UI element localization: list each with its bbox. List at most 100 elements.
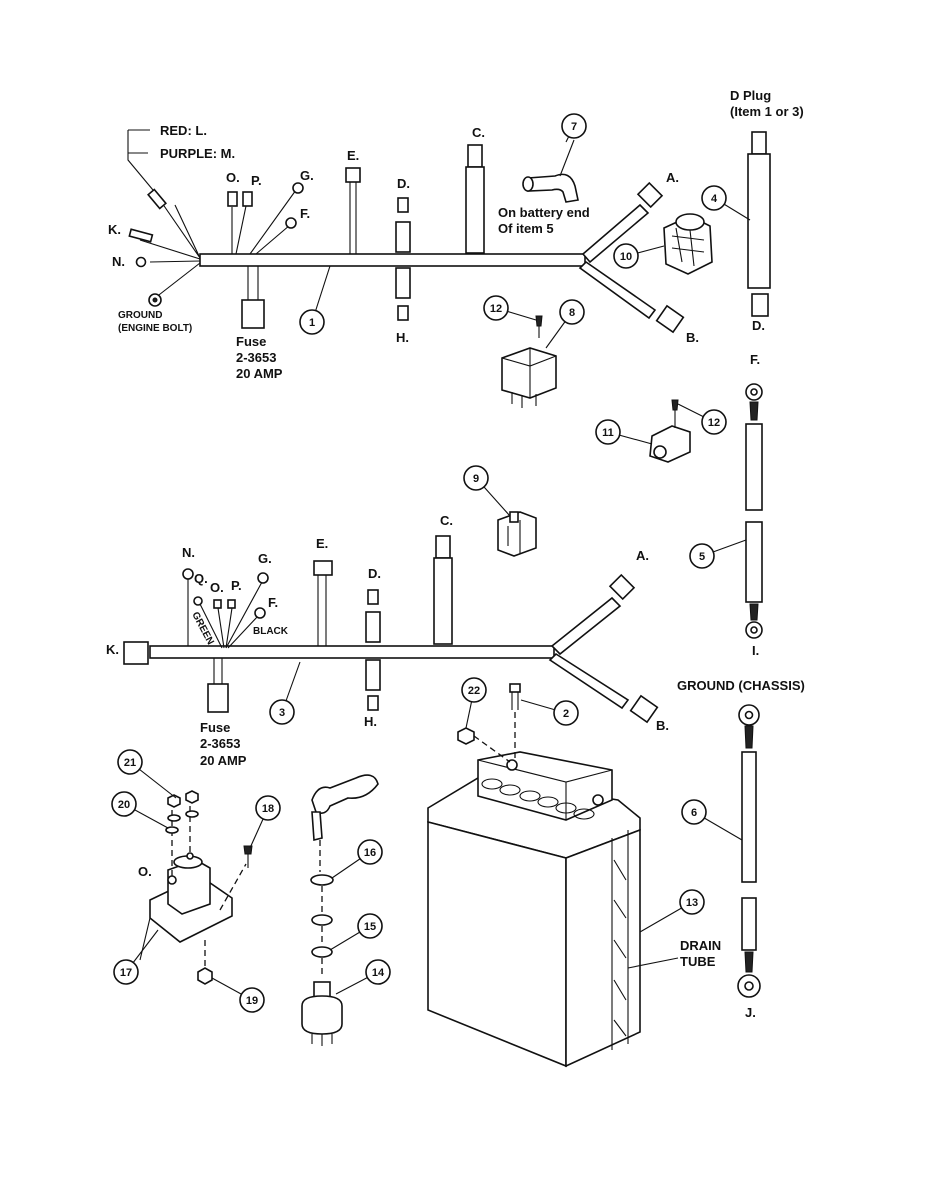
callout-number-7: 7 <box>571 121 577 133</box>
label-f-top: F. <box>300 206 310 221</box>
harness-top <box>127 129 685 334</box>
callout-number-14: 14 <box>372 967 385 979</box>
label-p-bottom: P. <box>231 578 242 593</box>
bracket-item-11 <box>649 399 691 463</box>
label-d-bottom: D. <box>368 566 381 581</box>
label-tube: TUBE <box>680 954 716 969</box>
label-h-top: H. <box>396 330 409 345</box>
callout-circle-10 <box>613 243 639 269</box>
label-battery-end: On battery end <box>498 205 590 220</box>
relay-item-8 <box>501 315 557 408</box>
label-e-top: E. <box>347 148 359 163</box>
callout-number-5: 5 <box>699 551 705 563</box>
label-d-plug-end: D. <box>752 318 765 333</box>
callout-circle-15 <box>357 913 383 939</box>
callout-number-4: 4 <box>711 193 718 205</box>
label-purple-m: PURPLE: M. <box>160 146 235 161</box>
callout-number-2: 2 <box>563 708 569 720</box>
label-cable5-i: I. <box>752 643 759 658</box>
label-d-plug: D Plug <box>730 88 771 103</box>
label-q-bottom: Q. <box>194 571 208 586</box>
label-red-l: RED: L. <box>160 123 207 138</box>
d-plug-cable-item-4 <box>747 131 771 317</box>
callout-circle-21 <box>117 749 143 775</box>
label-ground-chassis: GROUND (CHASSIS) <box>677 678 805 693</box>
label-g-top: G. <box>300 168 314 183</box>
label-h-bottom: H. <box>364 714 377 729</box>
battery-item-13 <box>427 751 641 1068</box>
callout-number-8: 8 <box>569 307 575 319</box>
callout-number-17: 17 <box>120 967 132 979</box>
callout-number-21: 21 <box>124 757 136 769</box>
callout-circle-11 <box>595 419 621 445</box>
washers-items-20-21 <box>165 790 199 834</box>
callout-circle-14 <box>365 959 391 985</box>
callout-circle-12 <box>483 295 509 321</box>
callout-number-1: 1 <box>309 317 315 329</box>
callout-number-3: 3 <box>279 707 285 719</box>
harness-bottom <box>123 535 659 724</box>
label-p-top: P. <box>251 173 262 188</box>
callout-number-15: 15 <box>364 921 376 933</box>
label-c-bottom: C. <box>440 513 453 528</box>
callout-circle-16 <box>357 839 383 865</box>
solenoid-item-17 <box>139 806 247 968</box>
callout-number-19: 19 <box>246 995 258 1007</box>
label-k-top: K. <box>108 222 121 237</box>
label-fuse-part-bottom: 2-3653 <box>200 736 240 751</box>
label-o-top: O. <box>226 170 240 185</box>
label-of-item-5: Of item 5 <box>498 221 554 236</box>
callout-circle-3 <box>269 699 295 725</box>
label-o-bottom: O. <box>210 580 224 595</box>
callout-number-9: 9 <box>473 473 479 485</box>
label-n-top: N. <box>112 254 125 269</box>
callout-number-10: 10 <box>620 251 632 263</box>
label-a-bottom: A. <box>636 548 649 563</box>
callout-circle-7 <box>561 113 587 139</box>
callout-circle-9 <box>463 465 489 491</box>
label-fuse-amp-top: 20 AMP <box>236 366 283 381</box>
cable-item-5 <box>745 383 763 639</box>
ground-cable-item-6 <box>737 704 761 998</box>
callout-number-6: 6 <box>691 807 697 819</box>
connector-item-9 <box>497 511 537 557</box>
callout-number-12: 12 <box>490 303 502 315</box>
label-k-bottom: K. <box>106 642 119 657</box>
label-b-top: B. <box>686 330 699 345</box>
callout-circle-20 <box>111 791 137 817</box>
label-engine-bolt: (ENGINE BOLT) <box>118 323 192 334</box>
label-e-bottom: E. <box>316 536 328 551</box>
callout-circle-18 <box>255 795 281 821</box>
callout-circle-5 <box>689 543 715 569</box>
battery-bolt-item-2 <box>509 683 521 762</box>
label-f-bottom: F. <box>268 595 278 610</box>
callout-circle-1 <box>299 309 325 335</box>
label-fuse-amp-bottom: 20 AMP <box>200 753 247 768</box>
callout-circle-22 <box>461 677 487 703</box>
callout-number-11: 11 <box>602 427 614 439</box>
callout-circle-12 <box>701 409 727 435</box>
battery-nut-item-22 <box>457 727 511 763</box>
nut-item-19 <box>197 967 213 985</box>
key-switch-assembly <box>301 774 379 1046</box>
label-ground-engine: GROUND <box>118 310 162 321</box>
label-d-top: D. <box>397 176 410 191</box>
callout-number-12: 12 <box>708 417 720 429</box>
label-solenoid-o: O. <box>138 864 152 879</box>
label-b-bottom: B. <box>656 718 669 733</box>
callout-circle-13 <box>679 889 705 915</box>
label-c-top: C. <box>472 125 485 140</box>
boot-item-7 <box>522 139 579 203</box>
label-cable5-f: F. <box>750 352 760 367</box>
label-a-top: A. <box>666 170 679 185</box>
callout-circle-6 <box>681 799 707 825</box>
callout-circle-8 <box>559 299 585 325</box>
label-d-plug-item: (Item 1 or 3) <box>730 104 804 119</box>
label-n-bottom: N. <box>182 545 195 560</box>
callout-circle-19 <box>239 987 265 1013</box>
label-drain: DRAIN <box>680 938 721 953</box>
callout-circle-17 <box>113 959 139 985</box>
callout-number-22: 22 <box>468 685 480 697</box>
label-cable6-j: J. <box>745 1005 756 1020</box>
